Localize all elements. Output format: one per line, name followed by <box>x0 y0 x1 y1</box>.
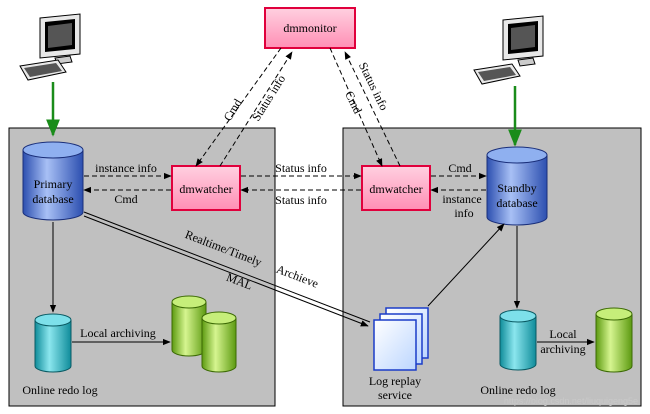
label-status-info-bottom: Status info <box>275 193 327 207</box>
dmwatcher-right-label: dmwatcher <box>369 182 422 196</box>
label-cmd-left-db: Cmd <box>114 192 137 206</box>
standby-db-label-2: database <box>496 196 537 210</box>
archive-cylinder-right <box>595 307 633 373</box>
dmmonitor-node: dmmonitor <box>264 7 356 49</box>
label-archieve: Archieve <box>274 262 320 291</box>
standby-db-label-1: Standby <box>497 181 536 195</box>
label-cmd-right-db: Cmd <box>448 161 471 175</box>
edge-cmd-monitor-to-right-watcher <box>329 47 383 167</box>
computer-icon-right <box>473 15 544 85</box>
computer-icon-left <box>19 13 81 81</box>
watermark: https://blog.csdn.net/liuquigeng5e <box>504 396 638 406</box>
dmmonitor-label: dmmonitor <box>283 21 336 35</box>
edge-replay-to-standby <box>427 223 505 307</box>
log-replay-label-1: Log replay <box>369 374 421 388</box>
label-cmd-right-monitor: Cmd <box>342 89 365 116</box>
edge-realtime-archive-to-replay <box>83 211 371 327</box>
log-replay-label-2: service <box>378 388 412 402</box>
label-instance-info-left: instance info <box>95 161 157 175</box>
label-local-archiving-right-1: Local <box>549 327 577 341</box>
label-local-archiving-right-2: archiving <box>540 342 585 356</box>
primary-db-label-1: Primary <box>34 177 73 191</box>
online-redo-log-left-label: Online redo log <box>22 383 97 397</box>
label-status-info-top: Status info <box>275 161 327 175</box>
edge-status-right-watcher-to-monitor <box>344 51 401 167</box>
dmwatcher-left-node: dmwatcher <box>171 165 241 211</box>
log-replay-service-icon <box>373 307 429 371</box>
edge-cmd-monitor-to-left-watcher <box>195 47 282 167</box>
primary-db-label-2: database <box>32 192 73 206</box>
label-local-archiving-left: Local archiving <box>80 326 156 340</box>
label-status-left-monitor: Status info <box>249 72 288 123</box>
label-instance-right-1: instance <box>442 192 481 206</box>
label-instance-right-2: info <box>454 206 473 220</box>
online-redo-log-right-cylinder <box>499 309 537 371</box>
online-redo-log-left-cylinder <box>34 313 72 373</box>
edge-status-left-watcher-to-monitor <box>219 51 293 167</box>
dmwatcher-right-node: dmwatcher <box>361 165 431 211</box>
archive-cylinders-left <box>171 295 237 373</box>
dmwatcher-left-label: dmwatcher <box>179 182 232 196</box>
primary-database-cylinder: Primary database <box>22 141 84 221</box>
label-cmd-left-monitor: Cmd <box>220 96 244 123</box>
standby-database-cylinder: Standby database <box>486 146 548 226</box>
online-redo-log-right-label: Online redo log <box>480 383 555 397</box>
